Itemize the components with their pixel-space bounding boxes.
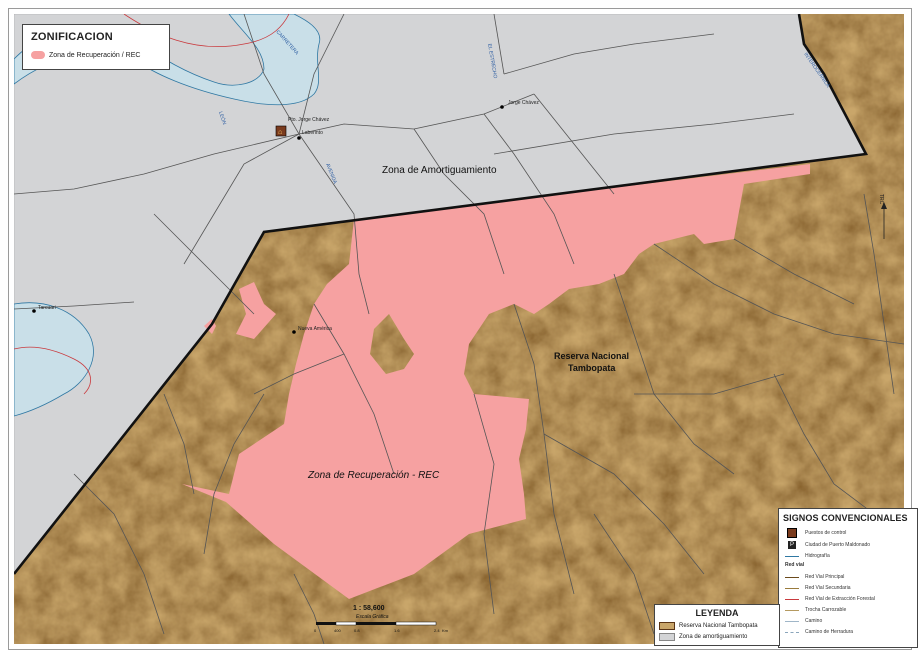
town-markers: ⌂ [32,105,504,334]
leyenda-item: Zona de amortiguamiento [659,633,747,641]
reserve-swatch [659,622,675,630]
signos-road-label: Camino [805,618,823,624]
signos-road-item: Camino de Herradura [785,628,853,636]
scale-tick-label: 400 [334,628,341,633]
town-label: Jorge Chávez [508,100,539,106]
town-label: Nueva América [298,326,332,332]
control-post-icon-glyph: ⌂ [278,129,282,136]
zonificacion-legend: ZONIFICACION Zona de Recuperación / REC [22,24,170,70]
signos-item: Hidrografía [785,552,830,560]
signos-road-item: Red Vial de Extracción Forestal [785,595,875,603]
scale-caption: Escala Gráfica [356,614,389,620]
scale-tick-label: 0.8 [354,628,360,633]
signos-item-label: Ciudad de Puerto Maldonado [805,542,871,548]
north-marker [881,202,887,239]
leyenda-item-label: Reserva Nacional Tambopata [679,623,758,629]
reserve-label-line1: Reserva Nacional [554,351,629,361]
signos-road-item: Trocha Carrozable [785,606,846,614]
town-label: Pto. Jorge Chávez [288,117,330,123]
map-canvas[interactable]: ⌂ Zona de Amortiguamiento Reserva Nacion… [14,14,904,644]
signos-road-item: Red Vial Principal [785,573,844,581]
signos-road-label: Camino de Herradura [805,629,854,635]
signos-item: Puestos de control [785,528,847,538]
signos-convencionales-legend: SIGNOS CONVENCIONALES Puestos de control… [778,508,918,648]
town-dot [500,105,504,109]
leyenda-item: Reserva Nacional Tambopata [659,622,758,630]
recovery-zone-area [182,164,810,599]
control-post-icon [275,125,287,137]
leyenda-item-label: Zona de amortiguamiento [679,634,748,640]
town-dot [292,330,296,334]
signos-subtitle: Red vial [785,562,805,568]
scale-tick-label: 1.6 [394,628,400,633]
control-post-icon [785,528,799,538]
signos-item-label: Puestos de control [805,530,847,536]
reserve-label-line2: Tambopata [568,363,616,373]
scale-unit: Km [442,628,449,633]
recovery-zone-label: Zona de Recuperación - REC [307,470,440,481]
recovery-swatch [31,51,45,59]
recovery-zone-patch [236,282,276,339]
signos-road-label: Red Vial de Extracción Forestal [805,596,875,602]
leyenda-legend: LEYENDA Reserva Nacional Tambopata Zona … [654,604,780,646]
zonificacion-title: ZONIFICACION [31,31,113,43]
hydrography-icon [785,552,799,560]
town-label: Tarcuari [38,305,56,311]
leyenda-title: LEYENDA [695,608,739,618]
reserve-boundary-line [14,14,869,575]
reserve-enclave [370,314,414,374]
town-label: Laberinto [302,130,323,136]
signos-item: P Ciudad de Puerto Maldonado [785,541,870,549]
signos-road-label: Red Vial Principal [805,574,845,580]
town-dot [297,136,301,140]
signos-road-item: Red Vial Secundaria [785,584,851,592]
road-label: LEÓN [217,110,228,125]
signos-item-label: Hidrografía [805,553,830,559]
road-label: TRC [878,194,884,205]
city-icon: P [788,541,796,549]
signos-road-label: Red Vial Secundaria [805,585,851,591]
zonificacion-item: Zona de Recuperación / REC [31,51,140,59]
signos-road-label: Trocha Carrozable [805,607,847,613]
river [14,302,94,417]
buffer-swatch [659,633,675,641]
signos-road-item: Camino [785,617,822,625]
signos-title: SIGNOS CONVENCIONALES [783,513,908,523]
town-dot [32,309,36,313]
scale-ratio: 1 : 58,600 [353,605,385,612]
zonificacion-item-label: Zona de Recuperación / REC [49,51,141,59]
scale-tick-label: 0 [314,628,317,633]
buffer-zone-label: Zona de Amortiguamiento [382,165,497,176]
scale-tick-label: 2.4 [434,628,440,633]
